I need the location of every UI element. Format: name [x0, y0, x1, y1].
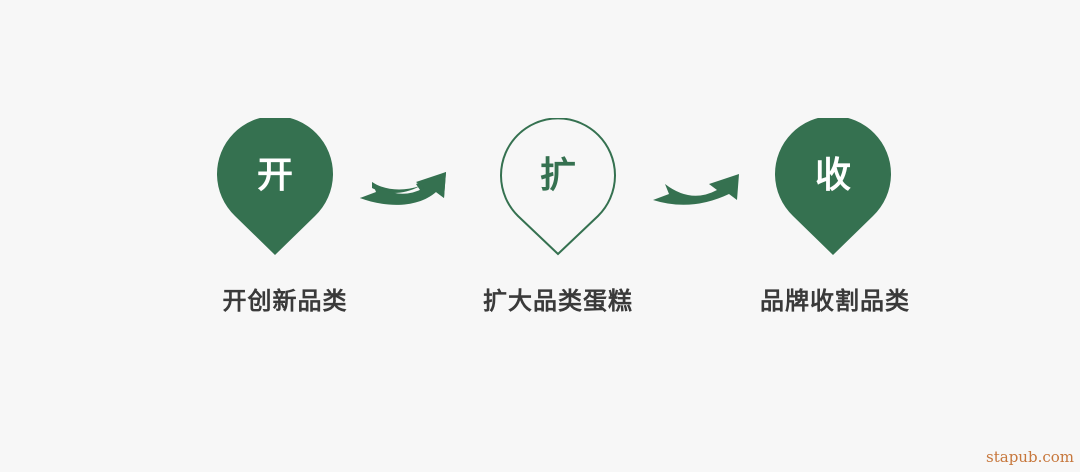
step-3-char: 收	[814, 155, 851, 196]
step-2-label: 扩大品类蛋糕	[483, 287, 633, 315]
watermark: stapub.com	[986, 448, 1074, 466]
map-pin-filled-icon	[217, 118, 333, 255]
step-2-pin: 扩	[498, 118, 618, 258]
map-pin-outline-icon	[500, 118, 616, 256]
step-3-label: 品牌收割品类	[760, 287, 910, 315]
curved-arrow-right-icon	[360, 172, 446, 205]
curved-arrow-right-icon	[653, 174, 739, 205]
step-1-pin: 开	[215, 118, 335, 258]
step-2-char: 扩	[539, 155, 576, 196]
map-pin-filled-icon	[775, 118, 891, 255]
step-3-pin: 收	[773, 118, 893, 258]
step-1-char: 开	[256, 155, 293, 196]
step-1-label: 开创新品类	[222, 287, 348, 315]
